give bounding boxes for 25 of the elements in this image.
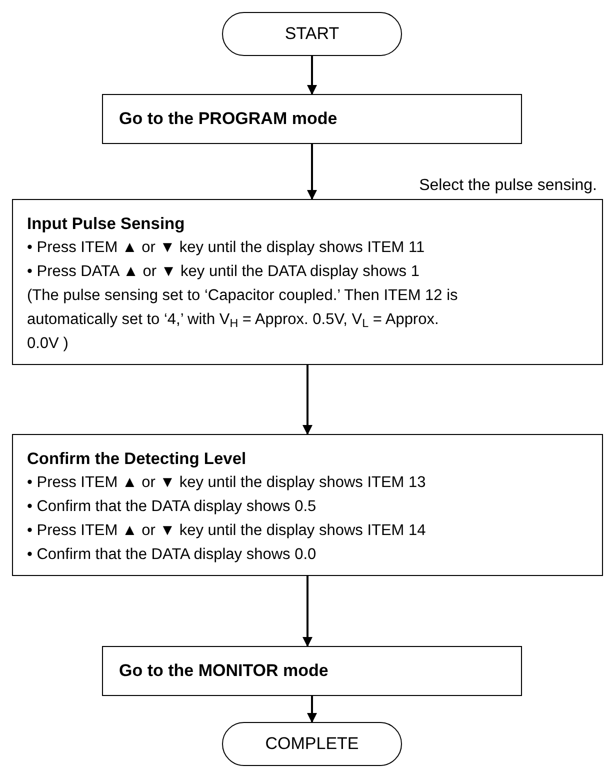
node-label: Go to the MONITOR mode xyxy=(119,660,330,682)
step-text: • Press DATA ▲ or ▼ key until the DATA display shows 1 xyxy=(27,262,420,282)
node-label: Go to the PROGRAM mode xyxy=(119,108,338,130)
step-text: • Press ITEM ▲ or ▼ key until the display shows ITEM 13 xyxy=(27,473,427,493)
step-text: • Confirm that the DATA display shows 0.0 xyxy=(27,545,318,565)
node-label: COMPLETE xyxy=(265,733,359,755)
arrow xyxy=(302,365,312,435)
step-text: (The pulse sensing set to ‘Capacitor coupled.’ Then ITEM 12 is automatically set to ‘4,’ with V$_{H}$ = Approx. 0.5V, V$_{L}$ = Approx. 0.0V ) xyxy=(27,286,459,354)
arrow xyxy=(302,576,312,647)
arrow xyxy=(307,144,317,200)
node-label: START xyxy=(284,23,340,45)
step-text: • Press ITEM ▲ or ▼ key until the display shows ITEM 11 xyxy=(27,238,426,258)
step-heading: Confirm the Detecting Level xyxy=(27,449,248,470)
arrow xyxy=(307,696,317,723)
process-box xyxy=(12,199,603,365)
terminal-shape xyxy=(222,12,402,56)
step-heading: Input Pulse Sensing xyxy=(27,214,186,235)
arrow xyxy=(307,56,317,95)
terminal-shape xyxy=(222,722,402,766)
note-text: Select the pulse sensing. xyxy=(419,176,597,196)
process-box xyxy=(102,646,522,696)
step-text: • Confirm that the DATA display shows 0.5 xyxy=(27,497,318,517)
process-box xyxy=(12,434,603,576)
step-text: • Press ITEM ▲ or ▼ key until the display shows ITEM 14 xyxy=(27,521,427,541)
process-box xyxy=(102,94,522,144)
